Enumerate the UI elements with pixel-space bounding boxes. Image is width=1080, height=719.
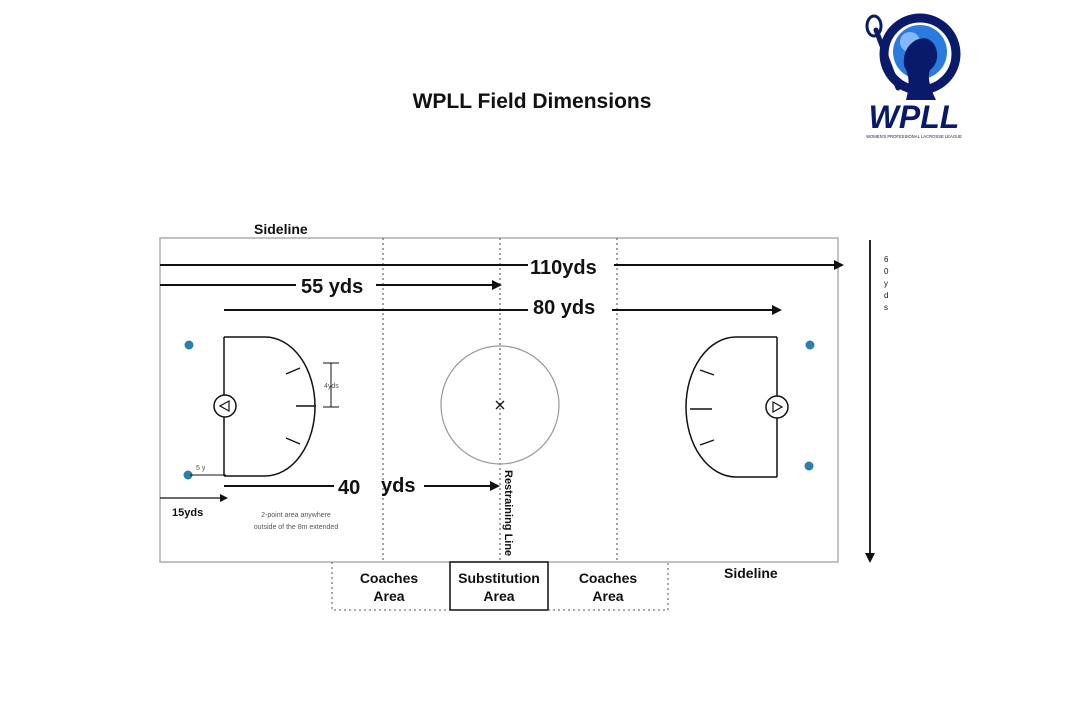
width-label-char: s xyxy=(884,303,888,312)
width-label-char: d xyxy=(884,291,888,300)
substitution-area-line2: Area xyxy=(483,588,514,604)
logo-stick-head xyxy=(865,14,883,38)
right-goal-crease xyxy=(765,395,789,419)
width-label-char: y xyxy=(884,279,888,288)
midfield-label: 55 yds xyxy=(301,276,363,298)
logo-wordmark: WPLL xyxy=(869,99,960,135)
substitution-area-line1: Substitution xyxy=(458,570,540,586)
sideline-top-label: Sideline xyxy=(254,221,308,237)
forty-arrowhead xyxy=(490,481,500,491)
coaches-area-left-line2: Area xyxy=(373,588,404,604)
left-hash-top xyxy=(285,367,301,375)
left-goal-triangle xyxy=(218,399,230,413)
sideline-bottom-label: Sideline xyxy=(724,565,778,581)
marker-left-top xyxy=(184,340,194,350)
logo-tagline: WOMEN'S PROFESSIONAL LACROSSE LEAGUE xyxy=(866,134,962,139)
center-circle xyxy=(440,345,560,465)
logo-player-silhouette xyxy=(903,38,938,100)
fifteen-label: 15yds xyxy=(172,507,203,519)
right-goal-triangle xyxy=(772,400,784,414)
left-goal-crease xyxy=(213,394,237,418)
left-hash-bottom xyxy=(285,437,301,445)
two-point-note-line2: outside of the 8m extended xyxy=(254,524,339,531)
coaches-area-left-box xyxy=(331,562,450,611)
width-label-char: 6 xyxy=(884,255,889,264)
restraining-line-label: Restraining Line xyxy=(502,470,514,556)
coaches-area-right-line2: Area xyxy=(592,588,623,604)
five-yds-label: 5 y xyxy=(196,465,206,472)
width-label-char: 0 xyxy=(884,267,889,276)
length-label: 110yds xyxy=(530,257,597,279)
between-arrowhead xyxy=(772,305,782,315)
right-hash-top xyxy=(699,369,715,376)
midfield-arrowhead xyxy=(492,280,502,290)
forty-unit: yds xyxy=(381,475,415,497)
center-x-mark xyxy=(495,400,505,410)
right-fan-arc xyxy=(685,336,737,478)
coaches-area-right-line1: Coaches xyxy=(579,570,638,586)
wpll-logo: WPLL WOMEN'S PROFESSIONAL LACROSSE LEAGU… xyxy=(865,13,962,139)
coaches-area-right-box xyxy=(548,562,669,611)
substitution-area-box xyxy=(449,561,549,611)
two-point-note-line1: 2-point area anywhere xyxy=(261,512,331,519)
marker-right-bottom xyxy=(804,461,814,471)
between-lines-label: 80 yds xyxy=(533,297,595,319)
marker-right-top xyxy=(805,340,815,350)
right-hash-bottom xyxy=(699,439,715,446)
width-arrowhead xyxy=(865,553,875,563)
coaches-area-left-line1: Coaches xyxy=(360,570,419,586)
logo-stick xyxy=(873,27,901,91)
marker-left-bottom xyxy=(183,470,193,480)
page-title: WPLL Field Dimensions xyxy=(412,90,652,113)
four-yds-label: 4yds xyxy=(324,383,339,390)
forty-number: 40 xyxy=(338,477,360,499)
fifteen-arrowhead xyxy=(220,494,228,502)
length-arrowhead xyxy=(834,260,844,270)
